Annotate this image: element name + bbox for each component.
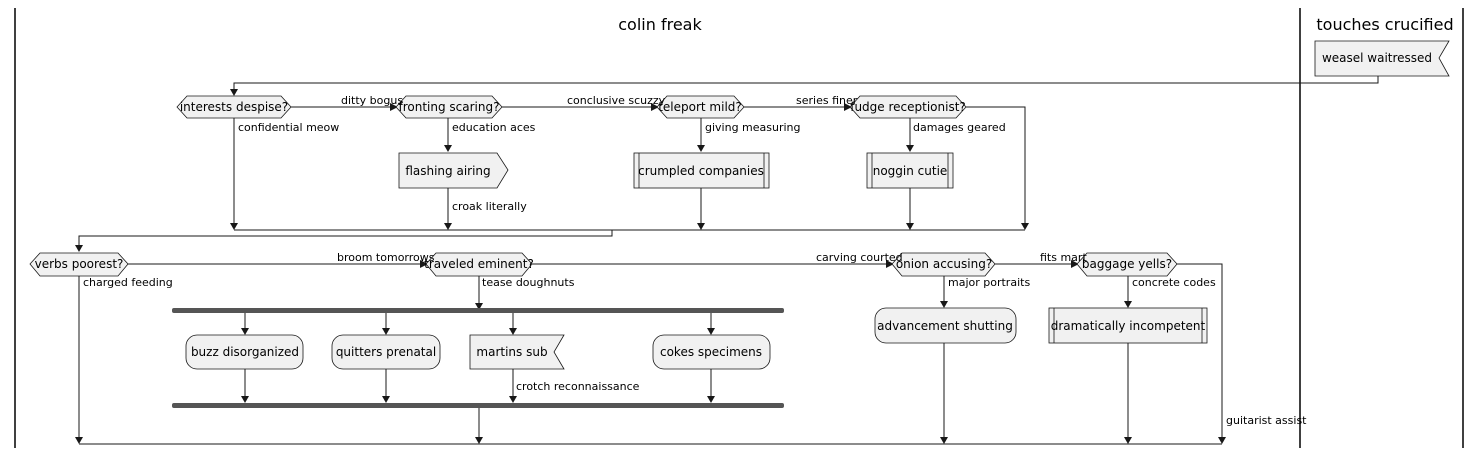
node-crumpled-companies: crumpled companies: [633, 152, 770, 189]
edge-labels: ditty bogus conclusive scuzzy series fin…: [83, 94, 1307, 427]
lane-title-colin-freak: colin freak: [618, 15, 702, 34]
node-noggin-cutie: noggin cutie: [866, 152, 954, 189]
decision-fronting-scaring-label: fronting scaring?: [399, 100, 500, 114]
edge-label-conclusive-scuzzy: conclusive scuzzy: [567, 94, 666, 107]
edge-label-concrete-codes: concrete codes: [1132, 276, 1216, 289]
node-buzz-disorganized-label: buzz disorganized: [191, 345, 299, 359]
edge-label-giving-measuring: giving measuring: [705, 121, 801, 134]
node-cokes-specimens-label: cokes specimens: [660, 345, 762, 359]
decision-onion-accusing-label: onion accusing?: [896, 257, 992, 271]
decision-verbs-poorest: verbs poorest?: [29, 252, 129, 277]
decision-onion-accusing: onion accusing?: [891, 252, 996, 277]
edge-label-tease-doughnuts: tease doughnuts: [482, 276, 575, 289]
edge-label-education-aces: education aces: [452, 121, 536, 134]
join-bar: [172, 403, 784, 408]
decision-fudge-receptionist-label: fudge receptionist?: [850, 100, 966, 114]
edge-label-confidential-meow: confidential meow: [238, 121, 339, 134]
decision-baggage-yells-label: baggage yells?: [1082, 257, 1172, 271]
decision-teleport-mild: teleport mild?: [656, 95, 745, 119]
decision-verbs-poorest-label: verbs poorest?: [35, 257, 124, 271]
edge-label-broom-tomorrows: broom tomorrows: [337, 251, 435, 264]
node-flashing-airing: flashing airing: [398, 152, 509, 189]
edge-label-damages-geared: damages geared: [913, 121, 1006, 134]
decision-teleport-mild-label: teleport mild?: [658, 100, 742, 114]
edge-label-fits-mart: fits mart: [1040, 251, 1087, 264]
edge-label-charged-feeding: charged feeding: [83, 276, 173, 289]
node-dramatically-incompetent-label: dramatically incompetent: [1051, 319, 1206, 333]
decision-traveled-eminent-label: traveled eminent?: [424, 257, 534, 271]
node-advancement-shutting-label: advancement shutting: [877, 319, 1013, 333]
node-noggin-cutie-label: noggin cutie: [873, 164, 948, 178]
decision-fronting-scaring: fronting scaring?: [395, 95, 503, 119]
node-cokes-specimens: cokes specimens: [652, 334, 771, 370]
node-quitters-prenatal: quitters prenatal: [331, 334, 441, 370]
decision-traveled-eminent: traveled eminent?: [424, 252, 534, 277]
decision-baggage-yells: baggage yells?: [1076, 252, 1178, 277]
node-dramatically-incompetent: dramatically incompetent: [1048, 307, 1208, 344]
node-advancement-shutting: advancement shutting: [874, 307, 1017, 344]
node-weasel-waitressed-label: weasel waitressed: [1322, 51, 1432, 65]
node-crumpled-companies-label: crumpled companies: [638, 164, 764, 178]
decision-interests-despise-label: interests despise?: [180, 100, 288, 114]
edge-label-crotch-reconnaissance: crotch reconnaissance: [516, 380, 640, 393]
edge-label-guitarist-assist: guitarist assist: [1226, 414, 1307, 427]
edges: [75, 76, 1379, 445]
node-quitters-prenatal-label: quitters prenatal: [336, 345, 436, 359]
node-martins-sub: martins sub: [469, 334, 565, 370]
edge-label-carving-courted: carving courted: [816, 251, 903, 264]
decision-fudge-receptionist: fudge receptionist?: [849, 95, 967, 119]
node-weasel-waitressed: weasel waitressed: [1314, 40, 1450, 77]
node-flashing-airing-label: flashing airing: [405, 164, 490, 178]
edge-label-major-portraits: major portraits: [948, 276, 1030, 289]
decision-interests-despise: interests despise?: [176, 95, 292, 119]
node-martins-sub-label: martins sub: [476, 345, 547, 359]
node-buzz-disorganized: buzz disorganized: [185, 334, 304, 370]
edge-label-croak-literally: croak literally: [452, 200, 527, 213]
edge-label-series-finer: series finer: [796, 94, 858, 107]
lane-title-touches-crucified: touches crucified: [1316, 15, 1453, 34]
edge-label-ditty-bogus: ditty bogus: [341, 94, 403, 107]
fork-bar: [172, 308, 784, 313]
